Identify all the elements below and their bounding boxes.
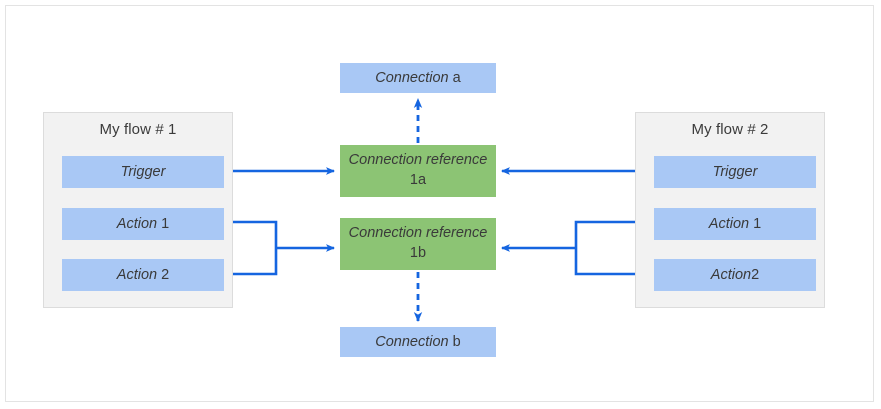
connection-reference-1b-box: Connection reference 1b — [340, 218, 496, 270]
connection-a-label: Connection a — [375, 70, 461, 86]
connection-reference-1a-box: Connection reference 1a — [340, 145, 496, 197]
connection-b-label: Connection b — [375, 334, 461, 350]
flow1-step-action-1: Action 1 — [62, 208, 224, 240]
flow2-step-trigger-label: Trigger — [712, 164, 758, 180]
flow1-step-trigger: Trigger — [62, 156, 224, 188]
connection-a-box: Connection a — [340, 63, 496, 93]
flow1-step-action-1-label: Action 1 — [116, 216, 170, 232]
flow-panel-1-title: My flow # 1 — [99, 121, 177, 138]
connection-reference-1b-label: Connection reference 1b — [348, 225, 488, 261]
flow1-step-action-2-label: Action 2 — [116, 267, 170, 283]
flow-panel-2: My flow # 2 Trigger Action 1 Action2 — [635, 112, 825, 308]
flow2-step-action-1: Action 1 — [654, 208, 816, 240]
flow2-step-action-1-label: Action 1 — [708, 216, 762, 232]
flow1-step-action-2: Action 2 — [62, 259, 224, 291]
flow2-step-action-2: Action2 — [654, 259, 816, 291]
flow2-step-action-2-label: Action2 — [710, 267, 760, 283]
connection-b-box: Connection b — [340, 327, 496, 357]
flow2-step-trigger: Trigger — [654, 156, 816, 188]
flow-panel-1: My flow # 1 Trigger Action 1 Action 2 — [43, 112, 233, 308]
flow1-step-trigger-label: Trigger — [120, 164, 166, 180]
flow-panel-2-title: My flow # 2 — [691, 121, 769, 138]
connection-reference-1a-label: Connection reference 1a — [348, 152, 488, 188]
